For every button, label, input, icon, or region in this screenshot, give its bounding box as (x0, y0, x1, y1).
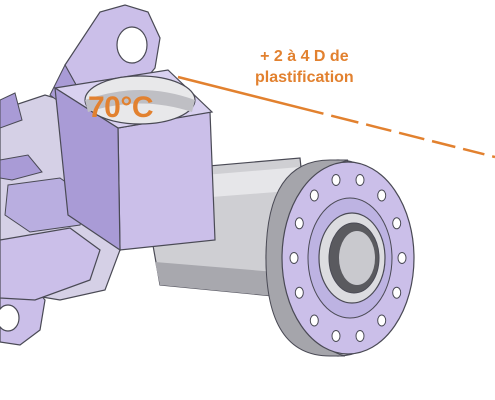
bore-interior (339, 231, 375, 285)
plastification-note: + 2 à 4 D de plastification (255, 46, 354, 88)
housing-bore-inner (85, 90, 195, 112)
bracket-fin-top (0, 92, 23, 129)
bolt-hole (392, 286, 402, 299)
upper-lug-hole (116, 26, 148, 64)
lower-lug-hole (0, 304, 20, 332)
bolt-hole (397, 252, 407, 264)
bolt-hole (355, 174, 365, 186)
bolt-hole (331, 174, 341, 186)
bolt-hole (392, 217, 402, 230)
bolt-hole (289, 252, 299, 264)
bolt-hole (294, 286, 304, 299)
bolt-hole (309, 189, 319, 202)
bolt-hole (331, 330, 341, 342)
bolt-hole (309, 314, 319, 327)
housing-front (117, 111, 216, 251)
note-line-2: plastification (255, 69, 354, 86)
bolt-hole (294, 217, 304, 230)
flange-bolt-holes (289, 174, 407, 342)
indicator-line (177, 75, 495, 159)
bolt-hole (377, 314, 387, 327)
bracket-rib-lower (0, 227, 101, 301)
bolt-hole (377, 189, 387, 202)
bolt-hole (355, 330, 365, 342)
note-line-1: + 2 à 4 D de (260, 48, 349, 65)
bracket-fin-left (0, 154, 43, 181)
temperature-label: 70°C (88, 91, 154, 124)
